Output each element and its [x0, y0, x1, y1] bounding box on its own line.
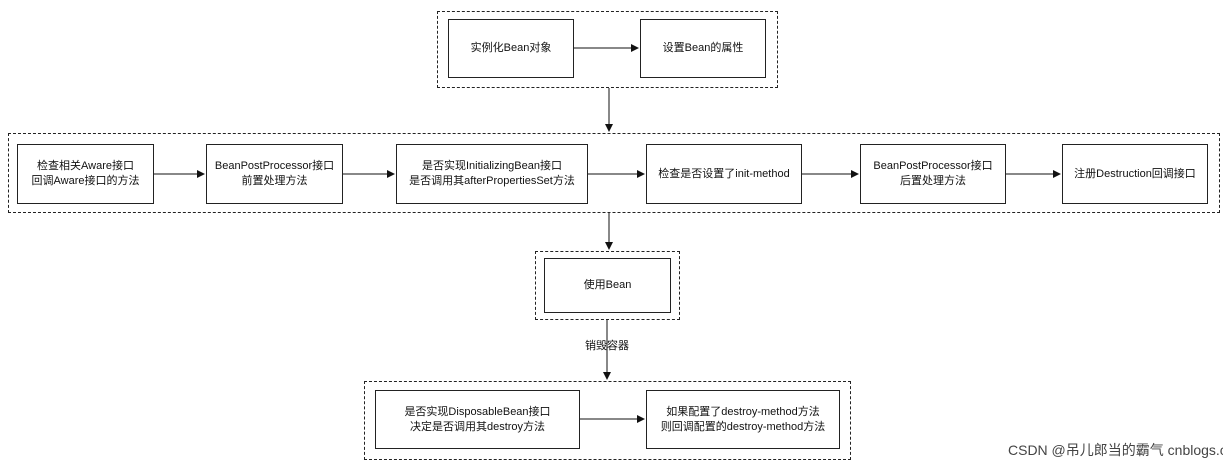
- node-bpp-before: BeanPostProcessor接口 前置处理方法: [206, 144, 343, 204]
- node-label-line1: BeanPostProcessor接口: [873, 160, 993, 172]
- node-label: 设置Bean的属性: [662, 42, 744, 54]
- node-label-line2: 决定是否调用其destroy方法: [409, 420, 546, 433]
- node-label-line2: 后置处理方法: [900, 175, 966, 187]
- node-use-bean: 使用Bean: [544, 258, 671, 313]
- node-label-line1: 是否实现DisposableBean接口: [404, 405, 551, 418]
- group-usage: [535, 251, 680, 320]
- node-label: 实例化Bean对象: [470, 42, 552, 54]
- node-label: 注册Destruction回调接口: [1074, 167, 1196, 180]
- watermark-text: CSDN @吊儿郎当的霸气 cnblogs.com/beyond: [1008, 442, 1223, 458]
- node-label-line1: 如果配置了destroy-method方法: [666, 405, 820, 418]
- node-label: 使用Bean: [583, 279, 632, 291]
- node-bpp-after: BeanPostProcessor接口 后置处理方法: [860, 144, 1006, 204]
- node-init-method: 检查是否设置了init-method: [646, 144, 802, 204]
- node-set-properties: 设置Bean的属性: [640, 19, 766, 78]
- node-instantiate-bean: 实例化Bean对象: [448, 19, 574, 78]
- node-label-line1: 是否实现InitializingBean接口: [422, 160, 562, 172]
- node-label-line2: 是否调用其afterPropertiesSet方法: [409, 175, 575, 187]
- node-label-line2: 前置处理方法: [241, 175, 308, 187]
- node-destroy-method: 如果配置了destroy-method方法 则回调配置的destroy-meth…: [646, 390, 840, 449]
- group-instantiation: [437, 11, 778, 88]
- node-register-destruction: 注册Destruction回调接口: [1062, 144, 1208, 204]
- group-destruction: [364, 381, 851, 460]
- node-label-line1: BeanPostProcessor接口: [214, 160, 335, 172]
- node-label-line1: 检查相关Aware接口: [37, 160, 134, 172]
- node-label-line2: 回调Aware接口的方法: [31, 175, 140, 187]
- node-label: 检查是否设置了init-method: [658, 167, 790, 180]
- node-aware: 检查相关Aware接口 回调Aware接口的方法: [17, 144, 154, 204]
- group-initialization: [8, 133, 1220, 213]
- node-label-line2: 则回调配置的destroy-method方法: [660, 420, 826, 433]
- node-initializing-bean: 是否实现InitializingBean接口 是否调用其afterPropert…: [396, 144, 588, 204]
- node-disposable-bean: 是否实现DisposableBean接口 决定是否调用其destroy方法: [375, 390, 580, 449]
